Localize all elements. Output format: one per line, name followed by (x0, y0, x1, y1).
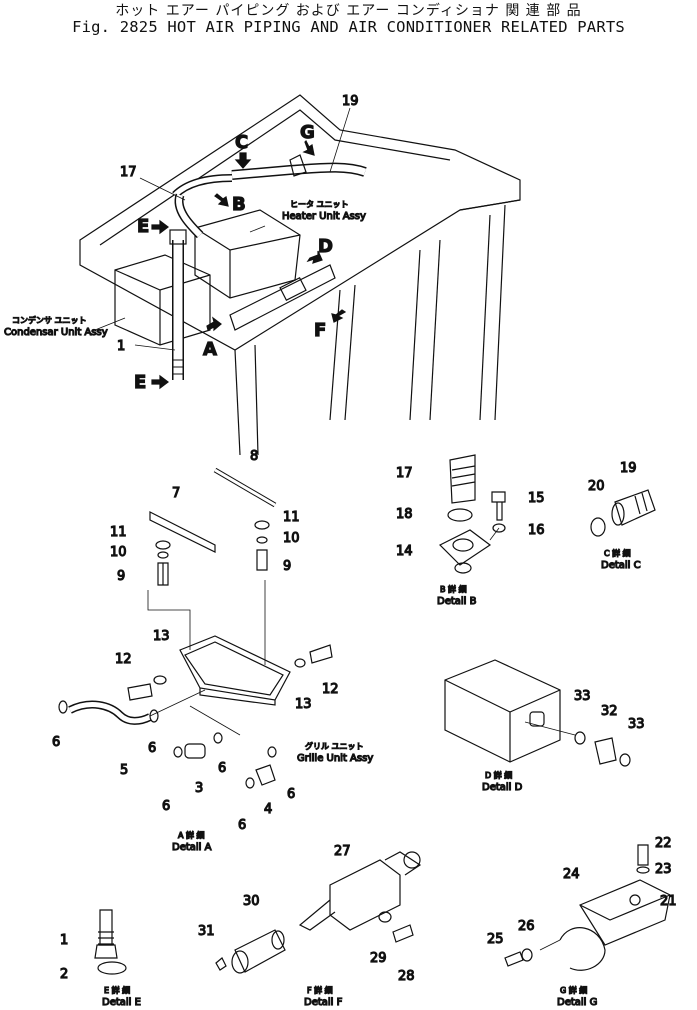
unit-labels: ヒータ ユニット Heater Unit Assy コンデンサ ユニット Con… (3, 199, 374, 764)
part-2: 2 (60, 967, 68, 982)
part-5: 5 (120, 763, 128, 778)
part-6-elbow-right: 6 (287, 787, 295, 802)
part-6-clamp-upper: 6 (218, 761, 226, 776)
grille-unit-label-en: Grille Unit Assy (297, 753, 373, 764)
detail-f-caption-en: Detail F (304, 997, 343, 1008)
heater-unit-label-jp: ヒータ ユニット (290, 200, 349, 209)
part-10-left: 10 (110, 545, 127, 560)
detail-captions: A 詳 細 Detail A B 詳 細 Detail B C 詳 細 Deta… (101, 547, 641, 1008)
part-3: 3 (195, 781, 203, 796)
part-6-elbow-bottom: 6 (238, 818, 246, 833)
condenser-unit-assy (114, 254, 211, 346)
detail-d-caption-jp: D 詳 細 (485, 770, 512, 780)
detail-g-caption-jp: G 詳 細 (560, 985, 587, 995)
part-30: 30 (243, 894, 260, 909)
view-letter-labels: C G B E D A F E (133, 121, 333, 393)
part-15: 15 (528, 491, 545, 506)
part-19-detail-c: 19 (620, 461, 637, 476)
grille-unit-label-jp: グリル ユニット (305, 741, 364, 751)
condenser-unit-label-jp: コンデンサ ユニット (12, 315, 87, 325)
part-14: 14 (396, 544, 413, 559)
part-17-detail-b: 17 (396, 466, 413, 481)
part-9-right: 9 (283, 559, 291, 574)
view-letter-b: B (232, 194, 246, 215)
detail-e-caption-jp: E 詳 細 (104, 985, 130, 995)
part-9-left: 9 (117, 569, 125, 584)
detail-b-caption-en: Detail B (437, 596, 477, 607)
view-letter-a: A (203, 339, 217, 360)
view-letter-d: D (318, 236, 333, 257)
view-letter-g: G (300, 122, 315, 143)
condenser-unit-label-en: Condensar Unit Assy (4, 327, 108, 338)
detail-g-caption-en: Detail G (557, 997, 597, 1008)
detail-a-caption-jp: A 詳 細 (178, 830, 205, 840)
part-18: 18 (396, 507, 413, 522)
part-21: 21 (660, 894, 677, 909)
detail-g (504, 844, 671, 971)
detail-a-caption-en: Detail A (172, 842, 212, 853)
detail-d-caption-en: Detail D (482, 782, 523, 793)
part-4: 4 (264, 802, 272, 817)
part-12-right: 12 (322, 682, 339, 697)
part-25: 25 (487, 932, 504, 947)
detail-b (438, 454, 506, 574)
leader-lines-main (94, 107, 351, 351)
part-20: 20 (588, 479, 605, 494)
part-26: 26 (518, 919, 535, 934)
detail-e-caption-en: Detail E (102, 997, 141, 1008)
detail-b-caption-jp: B 詳 細 (440, 584, 467, 594)
cab-frame (79, 94, 521, 456)
title-japanese: ホット エアー パイピング および エアー コンディショナ 関 連 部 品 (115, 3, 582, 19)
detail-c-caption-jp: C 詳 細 (604, 548, 631, 558)
part-7: 7 (172, 486, 180, 501)
part-11-right: 11 (283, 510, 300, 525)
part-33-right: 33 (628, 717, 645, 732)
view-letter-e-top: E (137, 216, 149, 237)
detail-a-grille (58, 467, 333, 789)
part-33-left: 33 (574, 689, 591, 704)
part-number-labels: 19 17 1 8 7 11 10 9 11 10 9 13 12 12 13 … (51, 93, 677, 984)
part-6-hose-right: 6 (148, 741, 156, 756)
part-29: 29 (370, 951, 387, 966)
part-1-detail-e: 1 (60, 933, 68, 948)
detail-f-caption-jp: F 詳 細 (307, 985, 333, 995)
side-duct (229, 264, 336, 331)
part-6-hose-left: 6 (52, 735, 60, 750)
detail-c (590, 489, 656, 537)
part-24: 24 (563, 867, 580, 882)
part-17-main: 17 (120, 165, 137, 180)
view-letter-e-bottom: E (134, 372, 146, 393)
detail-c-caption-en: Detail C (601, 560, 641, 571)
detail-e (94, 909, 127, 975)
view-letter-c: C (235, 132, 248, 153)
part-31: 31 (198, 924, 215, 939)
part-10-right: 10 (283, 531, 300, 546)
part-22: 22 (655, 836, 672, 851)
part-19-main: 19 (342, 94, 359, 109)
part-23: 23 (655, 862, 672, 877)
part-27: 27 (334, 844, 351, 859)
part-11-left: 11 (110, 525, 127, 540)
heater-unit-label-en: Heater Unit Assy (282, 211, 366, 222)
part-13-left: 13 (153, 629, 170, 644)
detail-f (215, 851, 422, 974)
part-1-main: 1 (117, 339, 125, 354)
view-letter-f: F (314, 320, 326, 341)
hot-air-hoses (169, 154, 367, 380)
heater-unit-assy (194, 209, 301, 299)
part-16: 16 (528, 523, 545, 538)
part-12-left: 12 (115, 652, 132, 667)
part-32: 32 (601, 704, 618, 719)
detail-d (444, 659, 631, 767)
part-6-clamp-lower: 6 (162, 799, 170, 814)
part-8: 8 (250, 449, 258, 464)
title-english: Fig. 2825 HOT AIR PIPING AND AIR CONDITI… (72, 18, 625, 36)
view-arrows (151, 139, 347, 390)
part-13-right: 13 (295, 697, 312, 712)
part-28: 28 (398, 969, 415, 984)
